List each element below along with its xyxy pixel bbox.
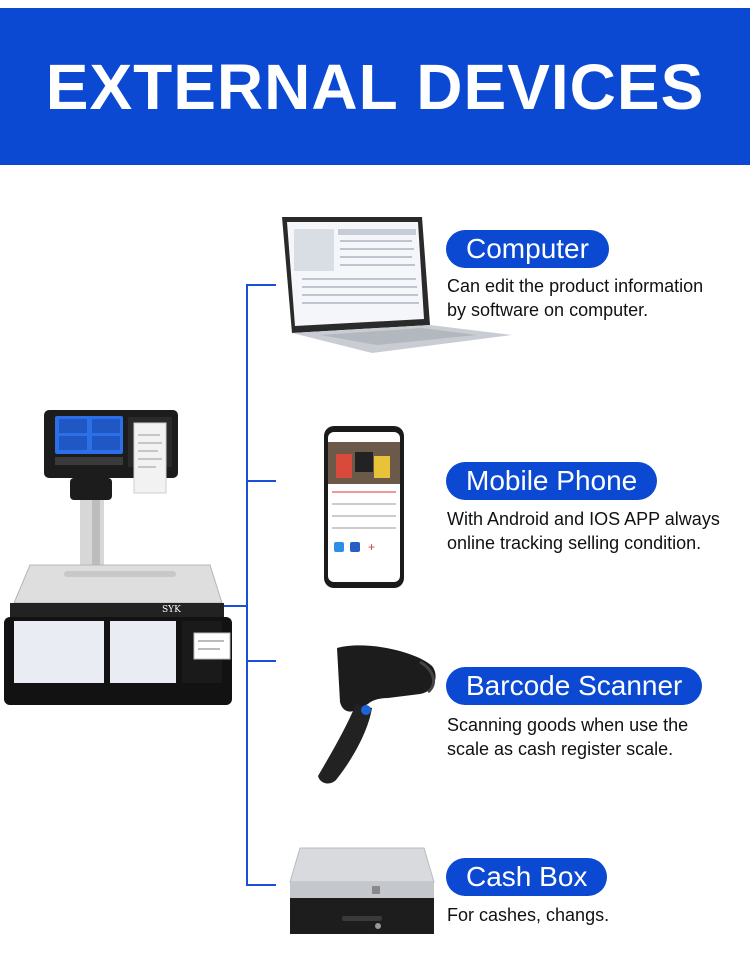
device-desc-scanner-line1: Scanning goods when use the bbox=[447, 715, 689, 735]
device-desc-cashbox-line1: For cashes, changs. bbox=[447, 905, 610, 925]
header-banner: EXTERNAL DEVICES bbox=[0, 8, 750, 165]
connector-branch-phone bbox=[246, 480, 276, 482]
connector-branch-cashbox bbox=[246, 884, 276, 886]
scale-brand: SYK bbox=[162, 605, 181, 615]
device-label-scanner: Barcode Scanner bbox=[446, 667, 703, 705]
connector-stub-scale bbox=[210, 605, 248, 607]
connector-branch-scanner bbox=[246, 660, 276, 662]
svg-text:+: + bbox=[368, 540, 375, 554]
device-desc-computer-line2: by software on computer. bbox=[447, 300, 649, 320]
device-label-cashbox: Cash Box bbox=[446, 858, 608, 896]
device-desc-scanner-line2: scale as cash register scale. bbox=[447, 739, 674, 759]
smartphone-icon: + bbox=[324, 426, 404, 588]
device-desc-phone-line2: online tracking selling condition. bbox=[447, 533, 702, 553]
device-label-computer: Computer bbox=[446, 230, 609, 268]
barcode-scanner-icon bbox=[318, 645, 436, 784]
connector-branch-computer bbox=[246, 284, 276, 286]
device-desc-phone-line1: With Android and IOS APP always bbox=[447, 509, 720, 529]
device-label-phone: Mobile Phone bbox=[446, 462, 658, 500]
laptop-icon bbox=[282, 217, 512, 353]
label-scale-image bbox=[4, 410, 232, 705]
connector-line bbox=[246, 284, 248, 886]
page-title: EXTERNAL DEVICES bbox=[45, 50, 705, 123]
cash-drawer-icon bbox=[289, 847, 435, 934]
device-desc-computer-line1: Can edit the product information bbox=[447, 276, 704, 296]
